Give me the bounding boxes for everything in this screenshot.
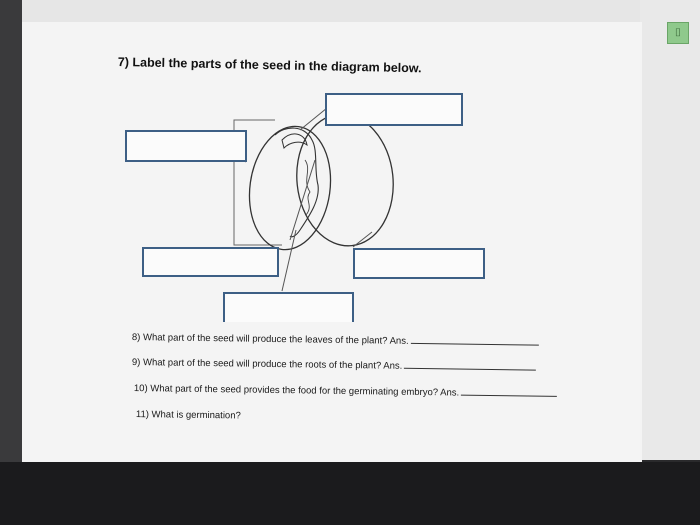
question-10-text: 10) What part of the seed provides the f… bbox=[133, 383, 460, 399]
question-8: 8) What part of the seed will produce th… bbox=[132, 332, 539, 349]
seed-plumule bbox=[281, 133, 308, 149]
leader-line-bottom bbox=[281, 229, 297, 292]
screen-top-strip bbox=[0, 0, 700, 22]
question-11-text: 11) What is germination? bbox=[135, 409, 241, 422]
label-box-left bbox=[125, 130, 247, 162]
label-box-bottom-center bbox=[223, 292, 354, 322]
question-8-answer-line[interactable] bbox=[410, 341, 539, 346]
monitor-bottom-bezel bbox=[0, 462, 700, 525]
question-9-text: 9) What part of the seed will produce th… bbox=[131, 357, 403, 372]
seed-diagram bbox=[125, 93, 485, 322]
question-9-answer-line[interactable] bbox=[404, 366, 537, 371]
viewer-right-gutter bbox=[640, 0, 700, 460]
leader-bracket bbox=[233, 143, 282, 246]
worksheet-page: 7) Label the parts of the seed in the di… bbox=[22, 22, 642, 462]
bookmark-icon[interactable]: ⌷ bbox=[667, 22, 689, 44]
question-11: 11) What is germination? bbox=[136, 409, 241, 421]
question-10-answer-line[interactable] bbox=[461, 393, 558, 397]
leader-line-right bbox=[352, 231, 373, 248]
question-9: 9) What part of the seed will produce th… bbox=[132, 357, 537, 374]
leader-line-top bbox=[299, 107, 328, 131]
label-box-top-right bbox=[325, 93, 463, 126]
seed-coat-left bbox=[248, 125, 332, 251]
monitor-left-bezel bbox=[0, 0, 22, 470]
leader-line-mid bbox=[289, 159, 316, 241]
seed-embryo bbox=[274, 127, 319, 238]
label-box-bottom-left bbox=[142, 247, 279, 277]
label-box-bottom-right bbox=[353, 248, 485, 279]
question-10: 10) What part of the seed provides the f… bbox=[133, 383, 558, 400]
seed-hypocotyl-detail bbox=[304, 159, 311, 216]
question-8-text: 8) What part of the seed will produce th… bbox=[131, 332, 409, 347]
